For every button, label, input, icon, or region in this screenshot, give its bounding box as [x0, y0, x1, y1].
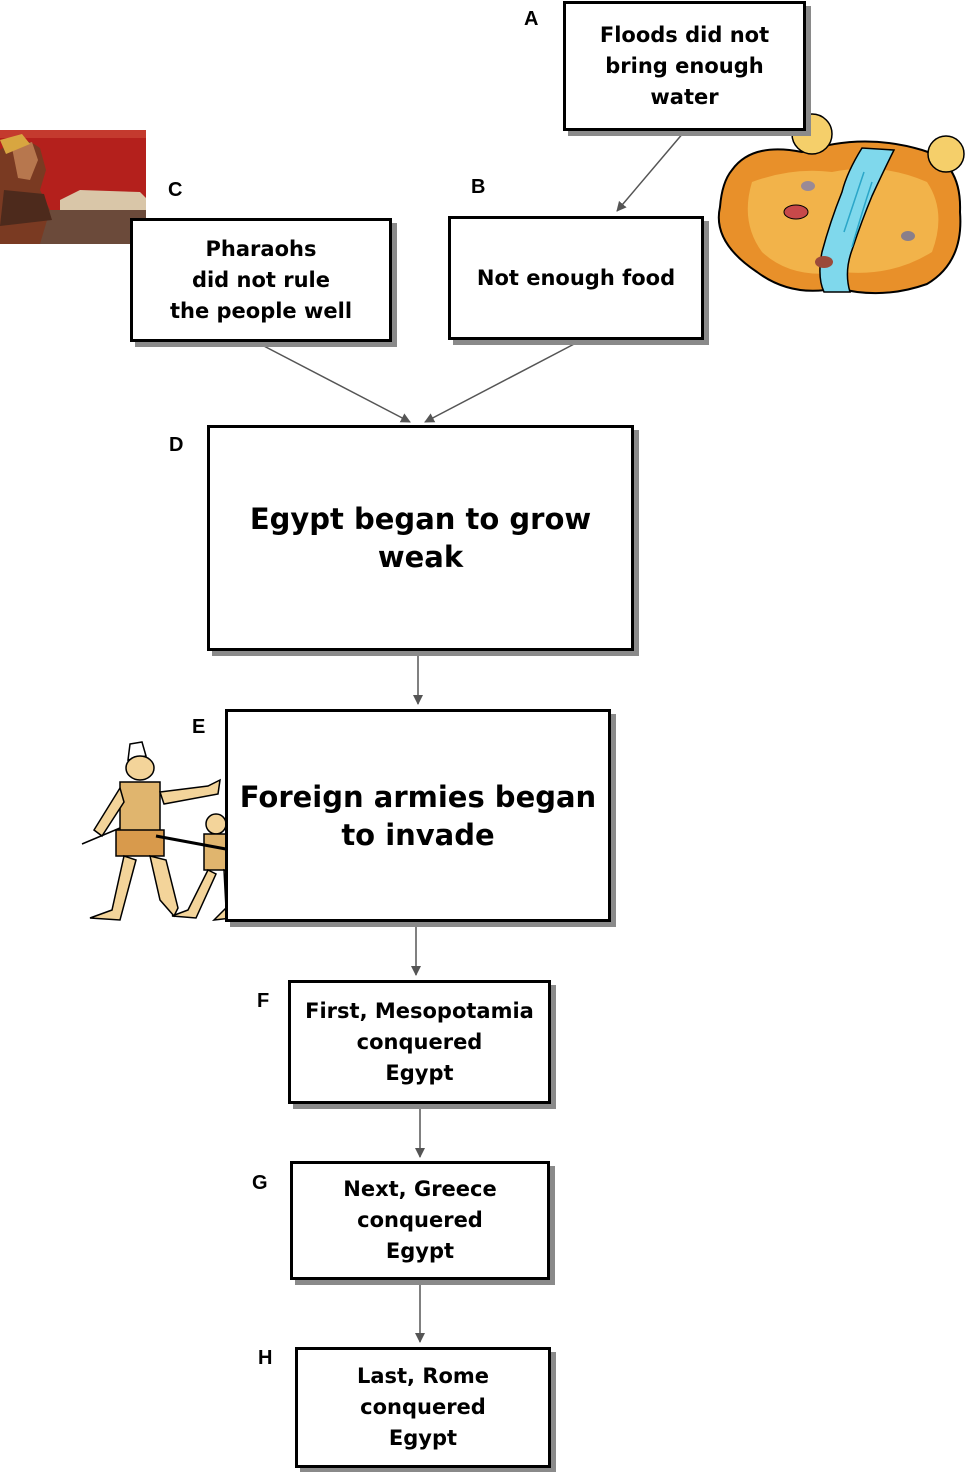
pharaoh-picture	[0, 130, 146, 244]
node-h-text: Last, Rome conquered Egypt	[356, 1364, 490, 1450]
node-a-box: Floods did not bring enough water	[563, 1, 806, 131]
node-b-letter: B	[471, 176, 486, 198]
arrow-c-to-d	[259, 343, 411, 423]
arrow-b-to-d	[424, 341, 579, 423]
node-g-text: Next, Greece conquered Egypt	[343, 1177, 497, 1263]
arrow-a-to-b	[616, 131, 685, 212]
node-d-letter: D	[169, 434, 184, 456]
node-f-text: First, Mesopotamia conquered Egypt	[305, 998, 534, 1085]
node-f-letter: F	[257, 990, 270, 1012]
node-e-text: Foreign armies began to invade	[239, 780, 597, 852]
node-a-letter: A	[524, 8, 539, 30]
dry-river-picture	[717, 113, 965, 295]
node-d-text: Egypt began to grow weak	[249, 502, 592, 574]
node-d-box: Egypt began to grow weak	[207, 425, 634, 651]
node-b-text: Not enough food	[476, 265, 676, 290]
node-b-box: Not enough food	[448, 216, 704, 340]
node-g-letter: G	[252, 1172, 268, 1194]
node-c-text: Pharaohs did not rule the people well	[169, 236, 353, 323]
node-e-letter: E	[192, 716, 206, 738]
node-h-letter: H	[258, 1347, 273, 1369]
node-g-box: Next, Greece conquered Egypt	[290, 1161, 550, 1280]
node-h-box: Last, Rome conquered Egypt	[295, 1347, 551, 1468]
node-c-letter: C	[168, 179, 183, 201]
node-c-box: Pharaohs did not rule the people well	[130, 218, 392, 342]
node-f-box: First, Mesopotamia conquered Egypt	[288, 980, 551, 1104]
node-e-box: Foreign armies began to invade	[225, 709, 611, 922]
node-a-text: Floods did not bring enough water	[599, 22, 770, 109]
